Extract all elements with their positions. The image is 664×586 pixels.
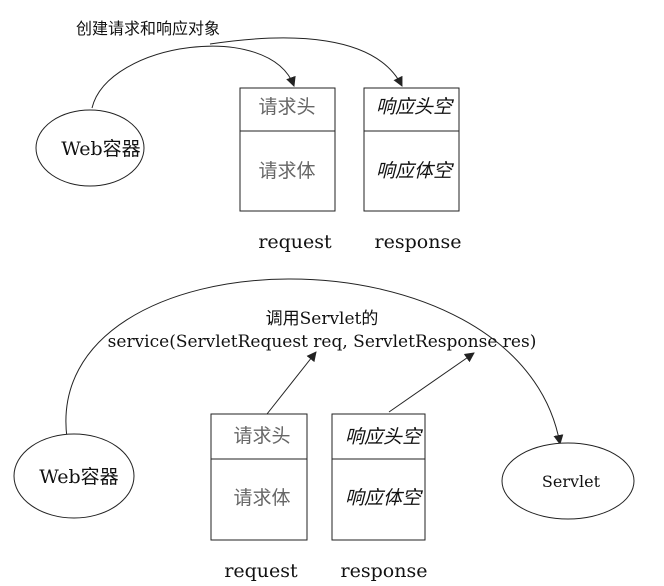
top-create-curve-to-request: [91, 45, 296, 109]
bottom-caption-line2: service(ServletRequest req, ServletRespo…: [108, 332, 537, 352]
bottom-invoke-curve-to-servlet: [65, 278, 564, 445]
bottom-servlet-node: [501, 442, 635, 520]
bottom-response-box: 响应头空 响应体空: [331, 413, 426, 541]
bottom-response-arrow: [388, 352, 475, 413]
top-request-body: 请求体: [258, 160, 315, 182]
bottom-request-box: 请求头 请求体: [210, 413, 308, 541]
bottom-caption-line1: 调用Servlet的: [266, 309, 379, 329]
bottom-section: 调用Servlet的 service(ServletRequest req, S…: [13, 278, 635, 582]
top-web-container-label: Web容器: [61, 138, 140, 160]
top-section: 创建请求和响应对象 Web容器 请求头 请求体 request 响应头空 响应体…: [35, 19, 462, 253]
bottom-web-container-node: [13, 433, 135, 519]
top-request-box: 请求头 请求体: [239, 87, 336, 212]
top-response-label: response: [375, 231, 462, 253]
top-create-curve-to-response: [209, 37, 403, 87]
bottom-request-body: 请求体: [233, 487, 290, 509]
bottom-response-body: 响应体空: [345, 487, 424, 509]
top-request-label: request: [258, 231, 332, 253]
top-request-header: 请求头: [258, 96, 315, 118]
top-response-body: 响应体空: [376, 160, 455, 182]
bottom-request-arrow: [266, 351, 317, 415]
top-web-container-node: [35, 109, 145, 187]
bottom-response-label: response: [341, 560, 428, 582]
bottom-web-container-label: Web容器: [39, 466, 118, 488]
bottom-request-label: request: [224, 560, 298, 582]
top-caption: 创建请求和响应对象: [76, 19, 220, 38]
bottom-request-header: 请求头: [233, 425, 290, 447]
bottom-response-header: 响应头空: [345, 426, 424, 448]
top-response-header: 响应头空: [376, 96, 455, 118]
bottom-servlet-label: Servlet: [542, 472, 601, 491]
top-response-box: 响应头空 响应体空: [363, 87, 460, 212]
